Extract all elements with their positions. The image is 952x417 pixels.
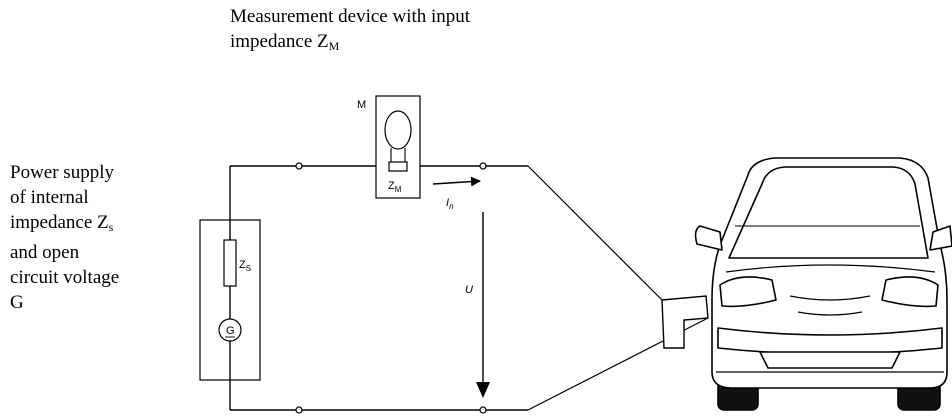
current-arrow-icon	[432, 176, 481, 187]
windshield	[728, 166, 929, 259]
device-caption-line2: impedance ZM	[230, 31, 340, 53]
zs-label: ZS	[239, 259, 251, 273]
meter-dial-icon	[384, 110, 412, 150]
zm-impedance-element	[388, 161, 408, 172]
voltage-arrow-icon	[476, 382, 490, 398]
terminals	[295, 162, 487, 414]
device-caption: Measurement device with input impedance …	[230, 4, 650, 59]
device-caption-line1: Measurement device with input	[230, 6, 471, 27]
terminal-top-right	[479, 162, 487, 170]
supply-caption-line4: and open	[10, 242, 80, 263]
power-supply: ZS G	[199, 219, 261, 381]
generator-icon	[218, 318, 242, 342]
supply-caption-line5: circuit voltage	[10, 267, 120, 288]
terminal-bottom-left	[295, 406, 303, 414]
supply-caption-line1: Power supply	[10, 162, 114, 183]
supply-caption-line6: G	[10, 292, 24, 313]
lower-intake	[759, 351, 901, 369]
supply-caption-line3: impedance Zs	[10, 212, 114, 234]
current-label: In	[446, 197, 454, 211]
zm-label: ZM	[388, 180, 402, 194]
supply-caption: Power supply of internal impedance Zs an…	[10, 160, 170, 315]
generator-label: G	[226, 325, 235, 337]
grille-bottom	[797, 311, 863, 316]
left-headlight	[719, 276, 777, 308]
grille-top	[789, 295, 871, 301]
terminal-bottom-right	[479, 406, 487, 414]
vehicle-icon	[694, 157, 952, 411]
zs-impedance-element	[223, 239, 237, 287]
terminal-top-left	[295, 162, 303, 170]
supply-caption-line2: of internal	[10, 187, 89, 208]
connection-line-top	[527, 165, 663, 301]
left-mirror	[694, 225, 723, 251]
hood-line	[725, 264, 936, 273]
right-headlight	[881, 276, 939, 308]
voltage-label: U	[465, 284, 473, 296]
meter-label: M	[357, 99, 366, 111]
right-mirror	[929, 225, 952, 251]
plug-connector-icon	[661, 295, 709, 349]
measurement-device: M ZM	[357, 95, 421, 199]
